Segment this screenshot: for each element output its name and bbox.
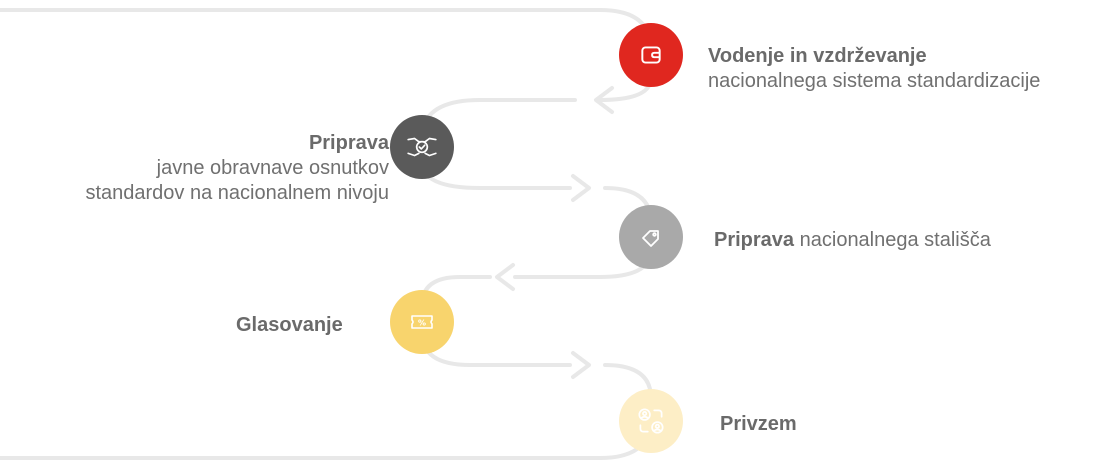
step-4-title: Glasovanje [236, 314, 343, 336]
step-2-text-line-1: javne obravnave osnutkov [156, 157, 389, 179]
step-1-node [619, 23, 683, 87]
arrow-left-1 [594, 86, 614, 114]
step-2-title: Priprava [308, 132, 389, 154]
ballot-ticket-icon: % [411, 315, 433, 329]
arrow-right-2 [571, 174, 591, 202]
step-4-node: % [390, 290, 454, 354]
connector-bottom-line [0, 418, 653, 460]
step-1-title: Vodenje in vzdrževanje [708, 45, 927, 67]
step-2-node [390, 115, 454, 179]
tag-icon [642, 230, 659, 247]
step-3-node [619, 205, 683, 269]
handshake-icon [407, 137, 437, 157]
step-4-label: Glasovanje [236, 313, 343, 338]
wallet-icon [641, 46, 661, 64]
step-1-label: Vodenje in vzdrževanje nacionalnega sist… [708, 44, 1040, 94]
arrow-left-3 [495, 263, 515, 291]
svg-text:%: % [418, 319, 426, 328]
step-3-label: Priprava nacionalnega stališča [714, 228, 991, 253]
step-5-title: Privzem [720, 413, 797, 435]
step-5-label: Privzem [720, 412, 797, 437]
connector-top-line [0, 8, 653, 50]
user-exchange-icon [638, 408, 664, 434]
step-3-title: Priprava [714, 229, 795, 251]
step-3-text: nacionalnega stališča [799, 229, 991, 251]
step-1-text: nacionalnega sistema standardizacije [708, 70, 1041, 92]
step-5-node [619, 389, 683, 453]
step-2-label: Priprava javne obravnave osnutkov standa… [85, 131, 389, 206]
step-2-text-line-2: standardov na nacionalnem nivoju [85, 182, 389, 204]
arrow-right-4 [571, 351, 591, 379]
